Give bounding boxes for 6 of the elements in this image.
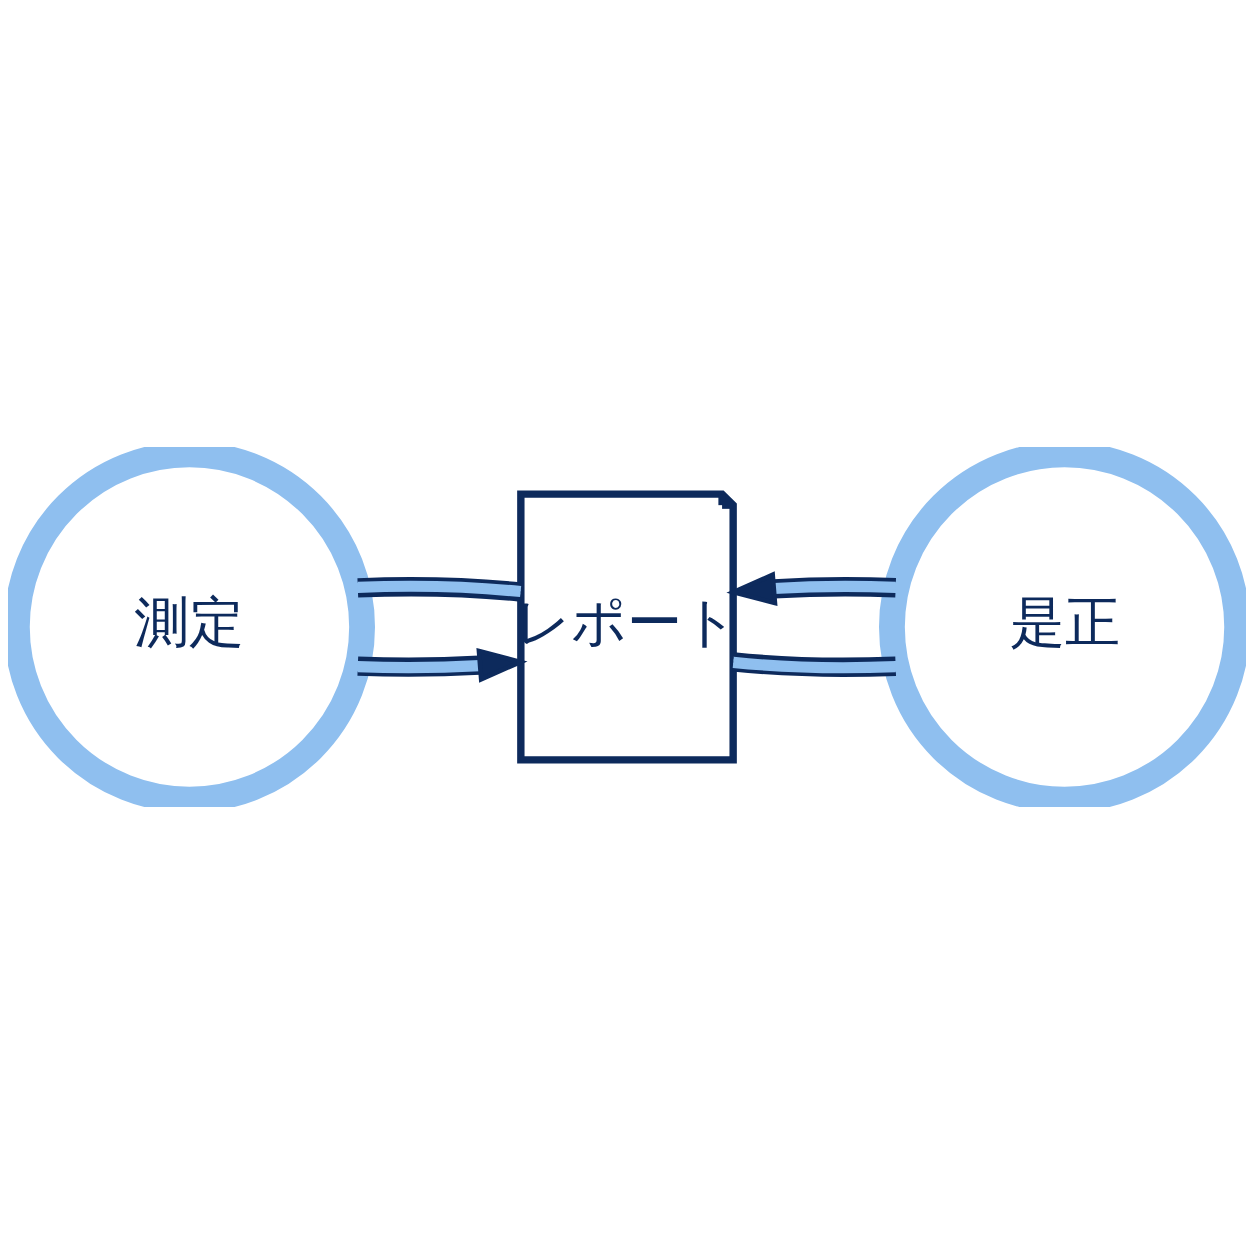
arrow [726,571,896,607]
connector [357,577,522,602]
arrow [357,647,528,683]
node-circle: 是正 [879,447,1246,807]
node-circle: 測定 [8,447,375,807]
connector [732,652,896,677]
